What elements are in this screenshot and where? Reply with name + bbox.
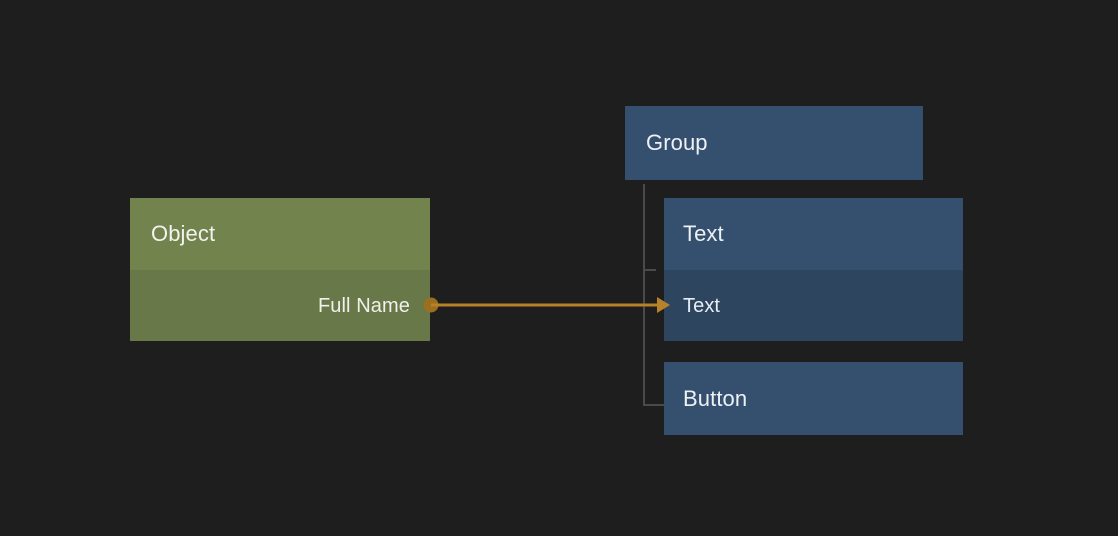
tree-branch-stub-text [645,269,656,271]
property-row-full-name[interactable]: Full Name [130,270,430,341]
tree-branch-stub-button [645,404,665,406]
property-label-full-name: Full Name [317,294,410,317]
node-group-header[interactable]: Group [625,106,923,180]
node-button-title: Button [683,385,748,411]
node-button[interactable]: Button [664,362,963,435]
connection-full-name-to-text[interactable] [420,288,670,322]
property-row-text[interactable]: Text [664,270,963,341]
node-text[interactable]: Text Text [664,198,963,341]
node-object-header[interactable]: Object [130,198,430,270]
node-text-header[interactable]: Text [664,198,963,270]
node-text-body: Text [664,270,963,341]
node-text-title: Text [683,221,724,246]
node-object[interactable]: Object Full Name [130,198,430,341]
tree-trunk-line [643,184,645,406]
node-object-body: Full Name [130,270,430,341]
node-group-title: Group [646,130,708,155]
node-object-title: Object [151,221,216,246]
property-label-text: Text [683,294,721,317]
node-button-header[interactable]: Button [664,362,963,435]
node-group[interactable]: Group [625,106,923,180]
